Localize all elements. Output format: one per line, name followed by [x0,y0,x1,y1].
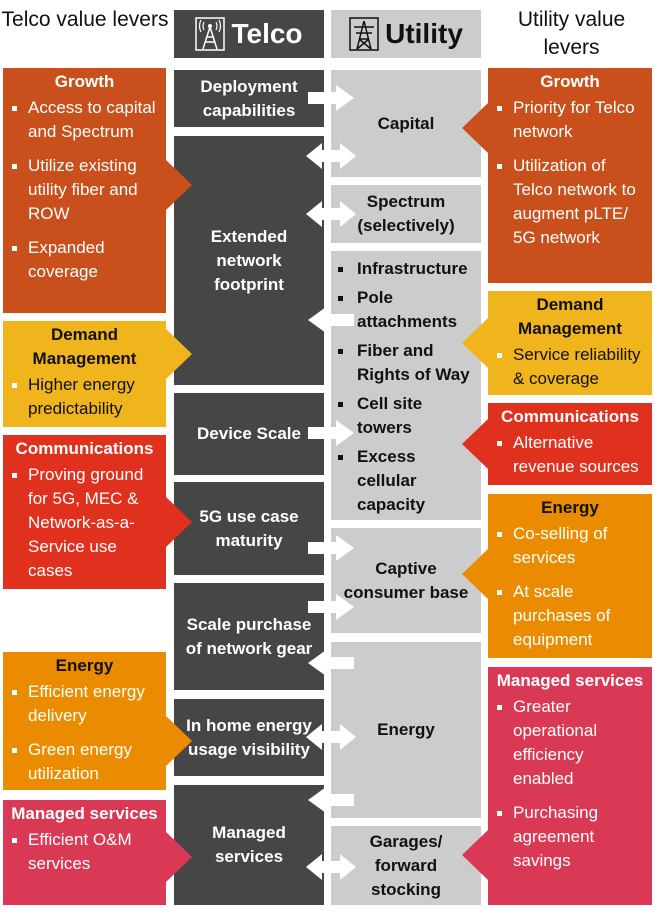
panel-item: Access to capital and Spectrum [11,96,158,144]
panel-title: Energy [541,498,599,517]
pointer [462,103,488,153]
telco-value-levers-heading: Telco value levers [1,8,169,31]
telco-deployment-capabilities: Deployment capabilities [174,70,324,127]
pointer [166,329,192,379]
telco-5g-use-case-maturity: 5G use case maturity [174,482,324,575]
panel-item: Service reliability & coverage [496,343,644,391]
infrastructure-item: Cell site towers [335,392,477,440]
telco-device-scale: Device Scale [174,393,324,475]
power-pylon-icon [349,17,379,51]
arrow-left-icon [308,787,354,813]
utility-garages: Garages/ forward stocking [331,826,481,905]
panel-item: Green energy utilization [11,738,158,786]
arrow-right-icon [308,535,354,561]
infrastructure-item: Fiber and Rights of Way [335,339,477,387]
arrow-both-icon [306,143,356,169]
utility-title: Utility [385,18,463,49]
utility-demand-management-panel: Demand Management Service reliability & … [488,291,652,395]
telco-header: Telco [174,10,324,58]
panel-item: Higher energy predictability [11,373,158,421]
panel-title: Growth [54,72,115,91]
pointer [462,830,488,880]
panel-title: Demand Management [32,325,137,368]
telco-title: Telco [231,18,303,49]
infrastructure-item: Excess cellular capacity [335,445,477,517]
panel-item: At scale purchases of equipment [496,580,644,652]
telco-demand-management-panel: Demand Management Higher energy predicta… [3,321,166,427]
telco-in-home-energy: In home energy usage visibility [174,699,324,776]
utility-header: Utility [331,10,481,58]
utility-capital: Capital [331,70,481,177]
pointer [166,497,192,547]
arrow-right-icon [308,594,354,620]
panel-title: Growth [540,72,600,91]
panel-item: Co-selling of services [496,522,644,570]
arrow-both-icon [306,201,356,227]
panel-item: Utilize existing utility fiber and ROW [11,154,158,226]
utility-managed-services-panel: Managed services Greater operational eff… [488,667,652,905]
panel-title: Energy [55,656,114,675]
panel-item: Expanded coverage [11,236,158,284]
panel-title: Communications [501,407,639,426]
panel-item: Alternative revenue sources [496,431,644,479]
panel-item: Priority for Telco network [496,96,644,144]
arrow-both-icon [306,724,356,750]
panel-title: Managed services [496,671,644,690]
telco-scale-purchase: Scale purchase of network gear [174,583,324,690]
pointer [166,716,192,766]
panel-title: Communications [15,439,154,458]
panel-item: Purchasing agreement savings [496,801,644,873]
utility-communications-panel: Communications Alternative revenue sourc… [488,403,652,485]
pointer [462,318,488,368]
utility-captive-consumer-base: Captive consumer base [331,528,481,633]
cell-tower-icon [195,17,226,51]
panel-item: Efficient O&M services [11,828,158,876]
panel-title: Managed services [11,804,158,823]
utility-spectrum: Spectrum (selectively) [331,185,481,243]
telco-communications-panel: Communications Proving ground for 5G, ME… [3,435,166,589]
telco-managed-services-panel: Managed services Efficient O&M services [3,800,166,905]
utility-energy-panel: Energy Co-selling of services At scale pu… [488,494,652,658]
panel-item: Efficient energy delivery [11,680,158,728]
utility-energy: Energy [331,642,481,818]
panel-item: Proving ground for 5G, MEC & Network-as-… [11,463,158,583]
infrastructure-item: Infrastructure [335,257,477,281]
arrow-left-icon [308,650,354,676]
arrow-both-icon [306,854,356,880]
pointer [462,419,488,469]
panel-item: Utilization of Telco network to augment … [496,154,644,250]
pointer [166,160,192,210]
panel-item: Greater operational efficiency enabled [496,695,644,791]
arrow-right-icon [308,85,354,111]
arrow-left-icon [308,307,354,333]
utility-infrastructure: Infrastructure Pole attachments Fiber an… [331,251,481,520]
utility-value-levers-heading: Utility value levers [517,8,626,59]
arrow-right-icon [308,420,354,446]
pointer [166,832,192,882]
telco-managed-services: Managed services [174,785,324,905]
telco-extended-network-footprint: Extended network footprint [174,136,324,385]
panel-title: Demand Management [518,295,622,338]
pointer [462,549,488,599]
infrastructure-item: Pole attachments [335,286,477,334]
